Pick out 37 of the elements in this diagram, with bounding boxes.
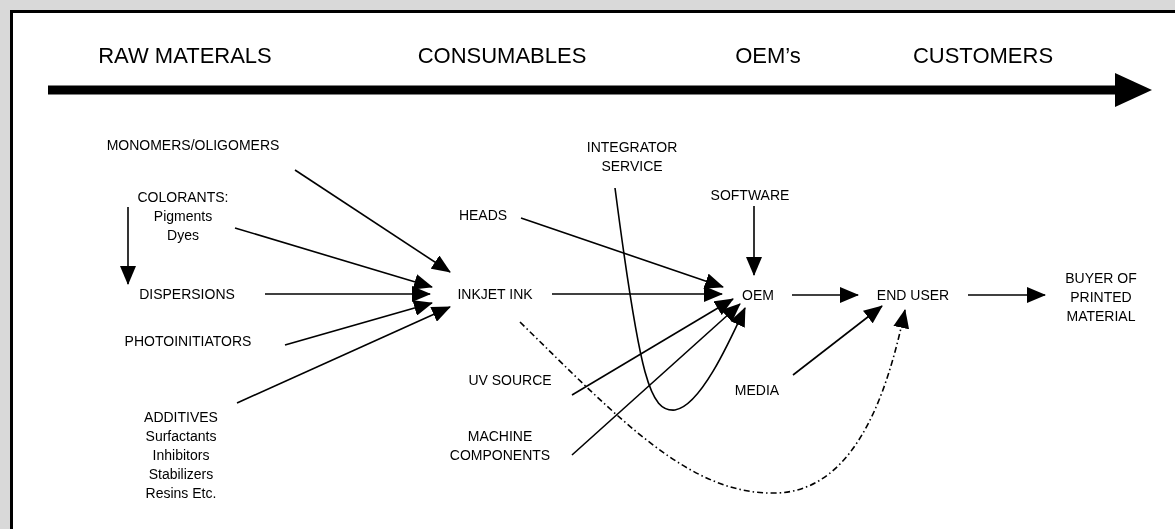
node-label: INTEGRATOR SERVICE [585,138,679,176]
arrow [284,300,433,346]
arrow [294,169,451,273]
node-label: PHOTOINITIATORS [124,331,252,351]
arrow [551,286,723,302]
node-label: HEADS [458,205,508,225]
node-label: DISPERSIONS [139,284,235,304]
arrow [236,306,451,404]
node-label: UV SOURCE [468,370,552,390]
node-detail: Surfactants Inhibitors Stabilizers Resins Etc. [145,426,217,503]
stage-heading: CUSTOMERS [912,45,1054,67]
arrow [264,286,431,302]
node-label: END USER [876,285,950,305]
node-label: OEM [742,285,774,305]
node-label: MONOMERS/OLIGOMERS [106,135,280,155]
stage-heading: OEM’s [735,45,801,67]
arrow [234,227,433,290]
stage-heading: CONSUMABLES [417,45,587,67]
arrow [792,305,883,376]
arrow [571,298,734,396]
arrow [791,287,859,303]
node-label: MEDIA [734,380,780,400]
node-label: MACHINE COMPONENTS [448,427,552,465]
arrow [746,205,762,276]
arrow [614,187,746,411]
node-detail: Pigments Dyes [153,206,213,245]
node-label: COLORANTS: [137,187,229,207]
arrow [120,206,136,285]
arrow [967,287,1046,303]
node-label: BUYER OF PRINTED MATERIAL [1064,268,1138,326]
node-label: INKJET INK [457,284,533,304]
stage-heading: RAW MATERALS [98,45,272,67]
node-label: ADDITIVES [144,407,218,427]
arrow [519,309,909,494]
arrow [520,217,724,289]
arrow [571,303,741,456]
node-label: SOFTWARE [710,185,790,205]
